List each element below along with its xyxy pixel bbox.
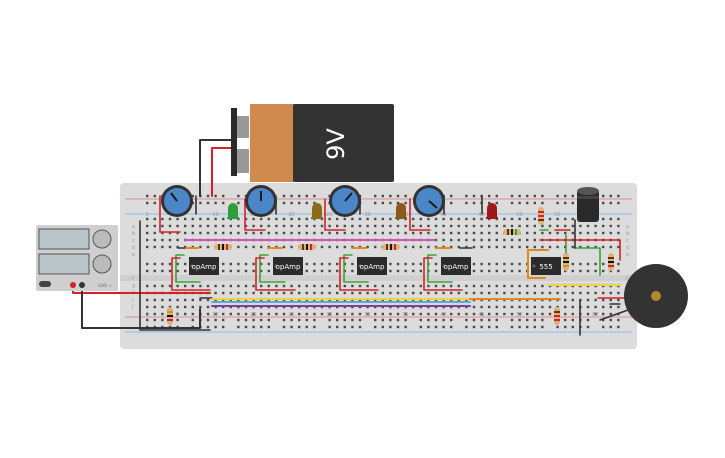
column-number: 1 (145, 212, 148, 218)
column-number: 30 (364, 312, 370, 318)
resistor-6 (563, 253, 569, 271)
potentiometers[interactable] (161, 185, 445, 217)
row-label: b (626, 231, 629, 237)
resistor-2 (298, 244, 316, 250)
column-number: 30 (364, 212, 370, 218)
row-label: a (132, 224, 135, 230)
column-number: 25 (326, 212, 332, 218)
potentiometer-2 (245, 185, 277, 217)
column-number: 10 (212, 312, 218, 318)
piezo-buzzer[interactable] (624, 264, 688, 328)
resistor-9 (554, 307, 560, 325)
battery-9v[interactable]: 9V (231, 104, 394, 182)
row-label: d (132, 245, 135, 251)
column-number: 60 (592, 312, 598, 318)
potentiometer-3 (329, 185, 361, 217)
row-label: b (132, 231, 135, 237)
column-number: 50 (516, 312, 522, 318)
row-label: a (626, 224, 629, 230)
opamp-chip-1: opAmp (189, 257, 219, 275)
row-label: e (132, 252, 135, 258)
pot4-wire-red (409, 198, 431, 231)
resistor-8 (167, 307, 173, 325)
opamp-label: opAmp (444, 263, 469, 271)
column-number: 20 (288, 312, 294, 318)
column-number: 55 (554, 212, 560, 218)
led-red (486, 203, 498, 219)
column-number: 10 (212, 212, 218, 218)
battery-black-wire (199, 139, 234, 197)
row-label: j (131, 304, 133, 310)
ground-wire-left (139, 220, 211, 331)
row-label: c (132, 238, 135, 244)
column-number: 25 (326, 312, 332, 318)
row-label: i (132, 297, 133, 303)
battery-red-wire (211, 147, 234, 197)
psu-label: GND + (98, 283, 112, 288)
pot3-wire-red (324, 198, 346, 231)
resistors[interactable] (167, 207, 614, 325)
pot2-wire-red (244, 198, 266, 231)
potentiometer-1 (161, 185, 193, 217)
column-number: 5 (176, 312, 179, 318)
resistor-1 (214, 244, 232, 250)
resistor-3 (382, 244, 400, 250)
column-number: 50 (516, 212, 522, 218)
opamp-label: opAmp (192, 263, 217, 271)
column-number: 15 (250, 312, 256, 318)
potentiometer-4 (413, 185, 445, 217)
column-number: 45 (478, 212, 484, 218)
opamp-label: opAmp (360, 263, 385, 271)
column-number: 1 (145, 312, 148, 318)
led-olive (311, 203, 323, 219)
row-label: d (626, 245, 629, 251)
column-number: 20 (288, 212, 294, 218)
row-label: f (132, 276, 134, 282)
psu-black-wire (81, 284, 201, 329)
led-brown (395, 203, 407, 219)
leds[interactable] (227, 203, 498, 219)
opamp-chip-3: opAmp (357, 257, 387, 275)
row-label: g (132, 283, 135, 289)
row-label: c (626, 238, 629, 244)
column-number: 40 (440, 312, 446, 318)
capacitor[interactable] (577, 187, 599, 222)
ic-chips[interactable]: opAmp opAmp opAmp opAmp 555 (189, 257, 561, 275)
power-supply[interactable]: GND + (36, 225, 118, 291)
opamp-label: opAmp (276, 263, 301, 271)
opamp-chip-4: opAmp (441, 257, 471, 275)
resistor-7 (608, 253, 614, 271)
battery-label: 9V (322, 128, 350, 160)
opamp-chip-2: opAmp (273, 257, 303, 275)
row-label: f (626, 276, 628, 282)
timer-label: 555 (539, 263, 552, 271)
pot1-wire-red (159, 195, 181, 233)
resistor-5 (538, 207, 544, 225)
row-label: e (626, 252, 629, 258)
resistor-4 (503, 229, 521, 235)
column-number: 40 (440, 212, 446, 218)
column-number: 35 (402, 312, 408, 318)
timer-555-chip: 555 (531, 257, 561, 275)
led-green (227, 203, 239, 219)
column-number: 45 (478, 312, 484, 318)
